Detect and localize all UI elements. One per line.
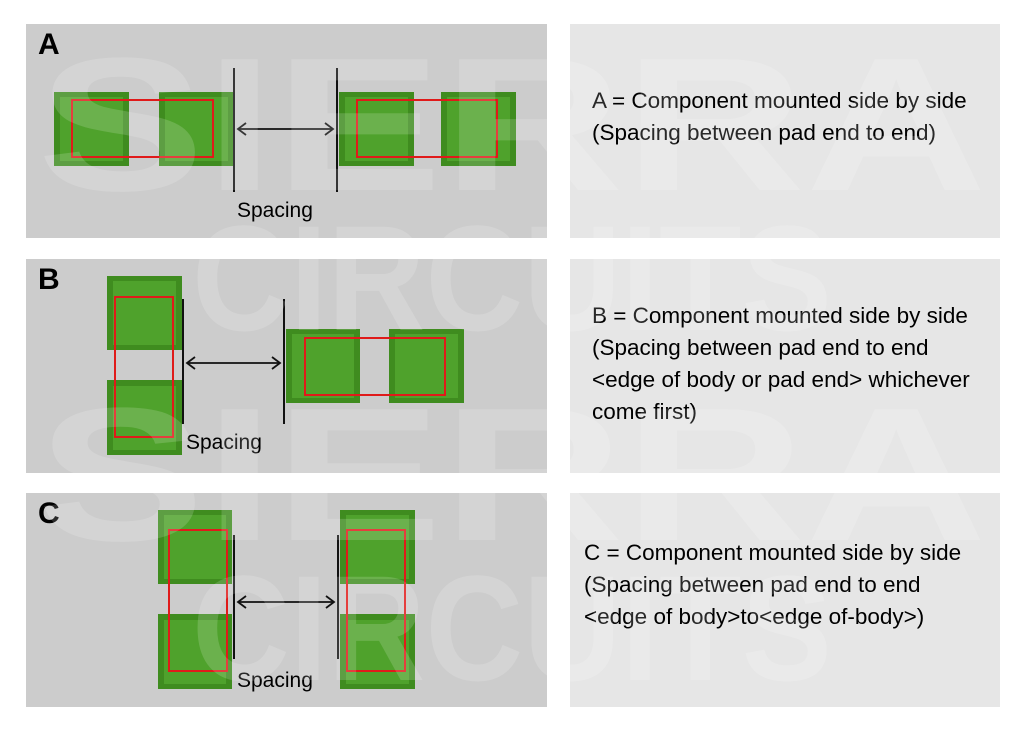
spacing-arrow [236, 122, 335, 136]
component-vertical [107, 276, 182, 455]
component-horizontal [286, 329, 464, 403]
pad [164, 620, 226, 684]
diagram-b-graphic [107, 276, 464, 455]
spacing-arrow [236, 595, 336, 609]
component-left [54, 92, 234, 166]
diagram-panel-b: B Spacing [26, 259, 547, 473]
body-outline [114, 296, 174, 438]
diagram-c-graphic [158, 510, 415, 689]
pad [60, 97, 123, 161]
panel-letter: B [38, 263, 60, 296]
pad [165, 97, 228, 161]
pad [113, 386, 176, 450]
description-panel-b: B = Component mounted side by side (Spac… [570, 259, 1000, 473]
body-outline [346, 529, 406, 672]
body-outline [71, 99, 214, 158]
spacing-label: Spacing [237, 669, 313, 692]
spacing-label: Spacing [237, 199, 313, 222]
pad [395, 334, 458, 398]
description-text: B = Component mounted side by side (Spac… [592, 303, 970, 424]
body-outline [168, 529, 228, 672]
panel-letter: C [38, 497, 60, 530]
diagram-a-graphic [54, 68, 516, 192]
diagram-panel-a: A Spacing [26, 24, 547, 238]
pad [447, 97, 510, 161]
component-right [340, 510, 415, 689]
body-outline [356, 99, 498, 158]
pad [292, 334, 354, 398]
component-right [339, 92, 516, 166]
pad [345, 97, 408, 161]
description-text: C = Component mounted side by side (Spac… [584, 540, 962, 629]
panel-letter: A [38, 28, 60, 61]
pad [164, 515, 226, 579]
pad [113, 281, 176, 345]
body-outline [304, 337, 446, 396]
description-panel-a: A = Component mounted side by side (Spac… [570, 24, 1000, 238]
description-text: A = Component mounted side by side (Spac… [592, 88, 967, 145]
description-panel-c: C = Component mounted side by side (Spac… [570, 493, 1000, 707]
diagram-panel-c: C Spacing [26, 493, 547, 707]
spacing-label: Spacing [186, 431, 262, 454]
component-left [158, 510, 232, 689]
pad [346, 620, 409, 684]
spacing-arrow [185, 356, 282, 370]
pad [346, 515, 409, 579]
